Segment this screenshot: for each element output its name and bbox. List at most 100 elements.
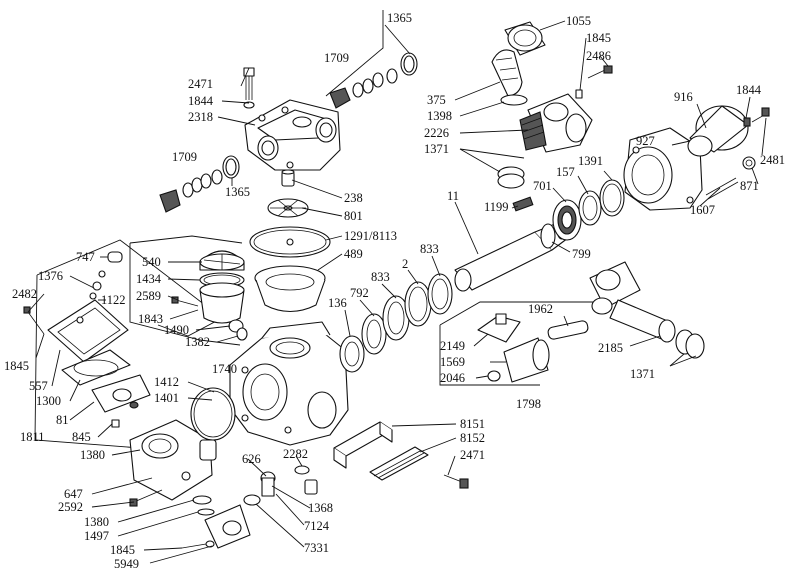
bearing-701 — [552, 199, 582, 241]
diaphragm-1300 — [61, 349, 131, 386]
label-489: 489 — [344, 247, 363, 261]
leader-lines — [27, 20, 767, 564]
label-845: 845 — [72, 430, 91, 444]
label-136: 136 — [328, 296, 347, 310]
label-799: 799 — [572, 247, 591, 261]
label-2046: 2046 — [440, 371, 465, 385]
group-brackets — [34, 10, 598, 449]
o-ring-1398 — [500, 94, 528, 106]
regulator-body-1380 — [129, 419, 217, 501]
bracket-8151 — [333, 421, 393, 469]
label-1055: 1055 — [566, 14, 591, 28]
label-1368: 1368 — [308, 501, 333, 515]
o-rings-1371-top — [497, 166, 525, 189]
screw-2589 — [171, 296, 199, 307]
label-1382: 1382 — [185, 335, 210, 349]
label-1380-lower: 1380 — [84, 515, 109, 529]
label-2482: 2482 — [12, 287, 37, 301]
label-1709-top: 1709 — [324, 51, 349, 65]
washer-2282 — [294, 465, 310, 475]
label-1844-top: 1844 — [188, 94, 214, 108]
cover-557 — [47, 299, 129, 363]
elbow-375 — [491, 49, 523, 97]
label-5949: 5949 — [114, 557, 139, 571]
label-647: 647 — [64, 487, 83, 501]
label-1398: 1398 — [427, 109, 452, 123]
label-1740: 1740 — [212, 362, 237, 376]
label-1391: 1391 — [578, 154, 603, 168]
fitting-bottom — [204, 504, 251, 549]
label-1811: 1811 — [20, 430, 45, 444]
label-157: 157 — [556, 165, 575, 179]
part-labels: 1365 1709 2471 1844 2318 1709 1365 238 8… — [4, 11, 785, 571]
diaphragm-disc-801 — [267, 198, 309, 218]
label-2589: 2589 — [136, 289, 161, 303]
label-557: 557 — [29, 379, 48, 393]
label-2486: 2486 — [586, 49, 611, 63]
label-1376: 1376 — [38, 269, 63, 283]
label-238: 238 — [344, 191, 363, 205]
label-2282: 2282 — [283, 447, 308, 461]
label-1291-8113: 1291/8113 — [344, 229, 397, 243]
washer-1844-top — [243, 101, 255, 109]
piston-81 — [91, 374, 151, 413]
label-81: 81 — [56, 413, 69, 427]
washer-1845-top — [575, 89, 583, 99]
label-2: 2 — [402, 257, 408, 271]
label-1371-top: 1371 — [424, 142, 449, 156]
label-1401: 1401 — [154, 391, 179, 405]
label-1569: 1569 — [440, 355, 465, 369]
manifold-2226 — [519, 93, 593, 153]
label-2318: 2318 — [188, 110, 213, 124]
o-ring-1497 — [197, 508, 215, 516]
label-1497: 1497 — [84, 529, 109, 543]
valve-head-part — [244, 99, 341, 171]
inlet-manifold-2185 — [589, 261, 676, 343]
label-7331: 7331 — [304, 541, 329, 555]
label-1380-upper: 1380 — [80, 448, 105, 462]
label-833-left: 833 — [371, 270, 390, 284]
cup-489 — [254, 265, 326, 313]
small-parts-1376 — [89, 270, 106, 300]
ring-792 — [361, 313, 387, 355]
valve-set-1709-lower — [159, 155, 240, 213]
bolt-2471-bottom — [443, 474, 469, 489]
bracket-8152 — [369, 446, 429, 481]
label-8152: 8152 — [460, 431, 485, 445]
label-1365-top: 1365 — [387, 11, 412, 25]
pin-1962 — [547, 320, 589, 340]
bolt-2486 — [587, 65, 613, 79]
label-927: 927 — [636, 134, 655, 148]
label-375: 375 — [427, 93, 446, 107]
label-1962: 1962 — [528, 302, 553, 316]
label-792: 792 — [350, 286, 369, 300]
label-2471-bottom: 2471 — [460, 448, 485, 462]
plug-1368 — [304, 479, 318, 495]
label-1365-bottom: 1365 — [225, 185, 250, 199]
flange-916 — [687, 105, 749, 157]
label-2481: 2481 — [760, 153, 785, 167]
key-1199 — [512, 196, 534, 212]
ring-833-a — [382, 295, 410, 341]
valve-set-1709-upper — [329, 52, 418, 109]
label-701: 701 — [533, 179, 552, 193]
label-1412: 1412 — [154, 375, 179, 389]
ring-136 — [339, 335, 365, 373]
label-626: 626 — [242, 452, 261, 466]
bolt-2481 — [751, 107, 770, 123]
nut-871 — [742, 156, 756, 170]
bolt-2592 — [129, 489, 163, 507]
lever-2149 — [477, 313, 521, 343]
label-2226: 2226 — [424, 126, 449, 140]
label-11: 11 — [447, 189, 459, 203]
label-801: 801 — [344, 209, 363, 223]
o-ring-1380-lower — [192, 495, 212, 505]
nut-7331 — [243, 494, 261, 506]
label-1199: 1199 — [484, 200, 509, 214]
label-2592: 2592 — [58, 500, 83, 514]
label-1709-bottom: 1709 — [172, 150, 197, 164]
label-1844-right: 1844 — [736, 83, 762, 97]
stud-1607 — [705, 177, 739, 200]
o-rings-1371-right — [675, 329, 705, 359]
